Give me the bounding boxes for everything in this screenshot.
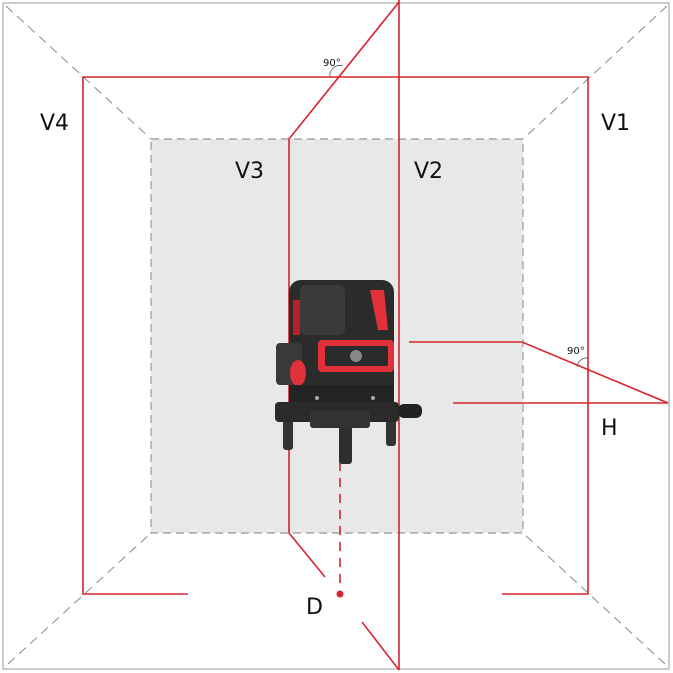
label-v1: V1: [601, 111, 630, 136]
angle-arc-top: [329, 65, 344, 78]
laser-h-upper: [409, 341, 669, 404]
angle-arc-right: [576, 357, 589, 368]
label-v3: V3: [235, 159, 264, 184]
guide-bottom-left: [7, 532, 152, 665]
perspective-guides: [5, 5, 668, 665]
label-d: D: [306, 595, 323, 620]
guide-bottom-right: [522, 532, 666, 665]
laser-v3-floor: [361, 621, 400, 671]
laser-v1-v4-loop: [82, 76, 589, 595]
label-h: H: [601, 416, 618, 441]
guide-top-left: [5, 5, 152, 140]
angle-label-right: 90°: [567, 346, 585, 357]
laser-d-dot: [336, 590, 344, 598]
angle-label-top: 90°: [323, 58, 341, 69]
label-v4: V4: [40, 111, 69, 136]
label-v2: V2: [414, 159, 443, 184]
guide-top-right: [522, 5, 668, 140]
laser-level-device-icon: [275, 280, 422, 464]
